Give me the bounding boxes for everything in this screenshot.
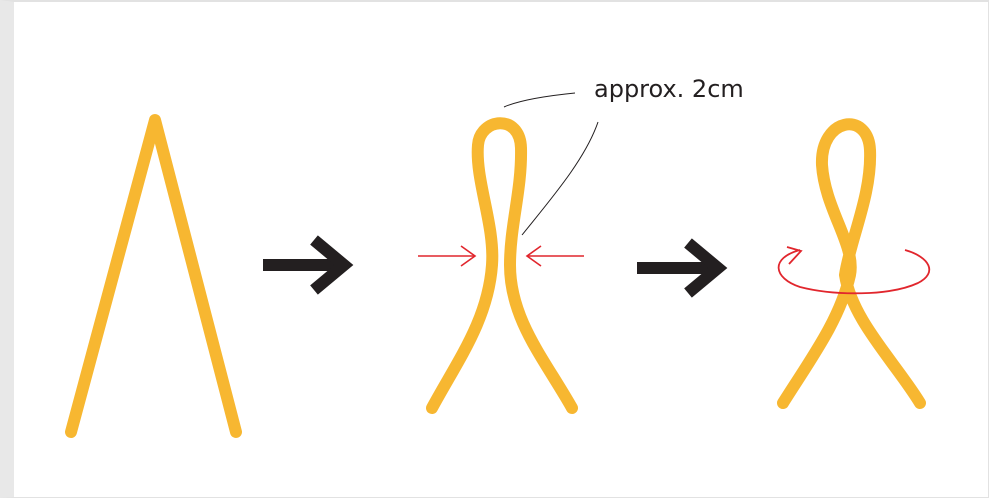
- arrow-right-icon: [637, 238, 728, 298]
- arrow-right-icon: [263, 235, 354, 295]
- step-2-pinch-loop: [418, 92, 599, 414]
- cord-pinched-loop: [426, 117, 578, 414]
- leader-line-top: [503, 92, 576, 108]
- cord-inverted-v: [65, 114, 242, 438]
- pinch-arrow-right-icon: [525, 245, 584, 267]
- cord-twisted-loop: [777, 118, 926, 409]
- pinch-arrow-left-icon: [418, 245, 477, 267]
- leader-line-bottom: [521, 121, 599, 236]
- step-1-open-cord: [65, 114, 242, 438]
- size-annotation: approx. 2cm: [594, 75, 744, 103]
- rotation-arrowhead-icon: [786, 246, 803, 265]
- rotation-circle-icon: [777, 249, 930, 295]
- step-3-twist-loop: [777, 118, 930, 409]
